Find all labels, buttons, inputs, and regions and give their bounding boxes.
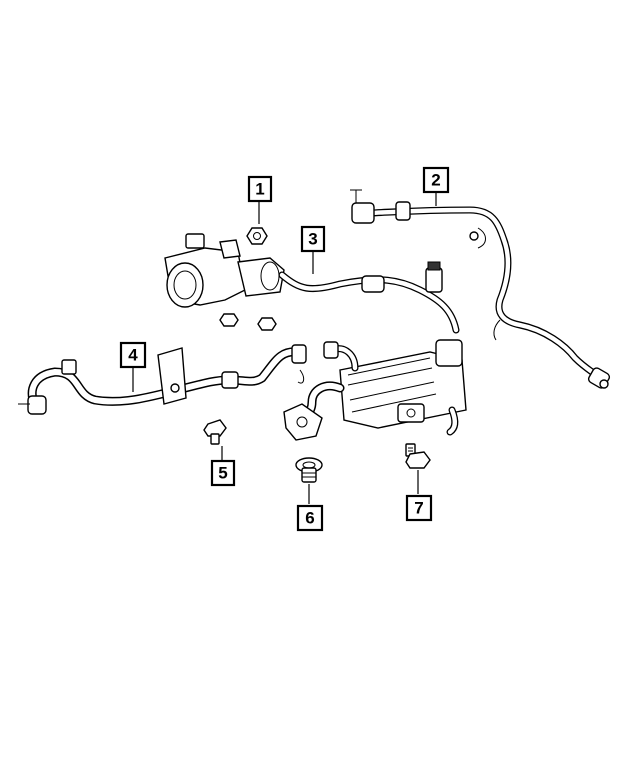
bolt-part-7 — [405, 443, 431, 469]
coolant-tube-part-2 — [350, 189, 611, 389]
plug-part-6 — [295, 457, 323, 483]
callout-label-3: 3 — [308, 230, 317, 249]
egr-valve-cooler-part-3 — [164, 233, 467, 441]
callout-5: 5 — [210, 459, 236, 487]
bolt-part-5 — [203, 419, 227, 445]
callout-2: 2 — [422, 166, 450, 194]
callout-3: 3 — [300, 225, 326, 253]
callout-6: 6 — [296, 504, 324, 532]
callout-label-6: 6 — [305, 509, 314, 528]
callout-label-4: 4 — [128, 346, 138, 365]
callout-label-5: 5 — [218, 464, 227, 483]
callout-label-7: 7 — [414, 499, 423, 518]
callout-4: 4 — [119, 341, 147, 369]
nut-part-1 — [246, 227, 268, 245]
callout-1: 1 — [247, 175, 273, 203]
callout-label-1: 1 — [255, 180, 264, 199]
callout-7: 7 — [405, 494, 433, 522]
hose-assembly-part-4 — [18, 344, 307, 415]
callout-label-2: 2 — [431, 171, 440, 190]
nut-secondary — [219, 313, 277, 331]
